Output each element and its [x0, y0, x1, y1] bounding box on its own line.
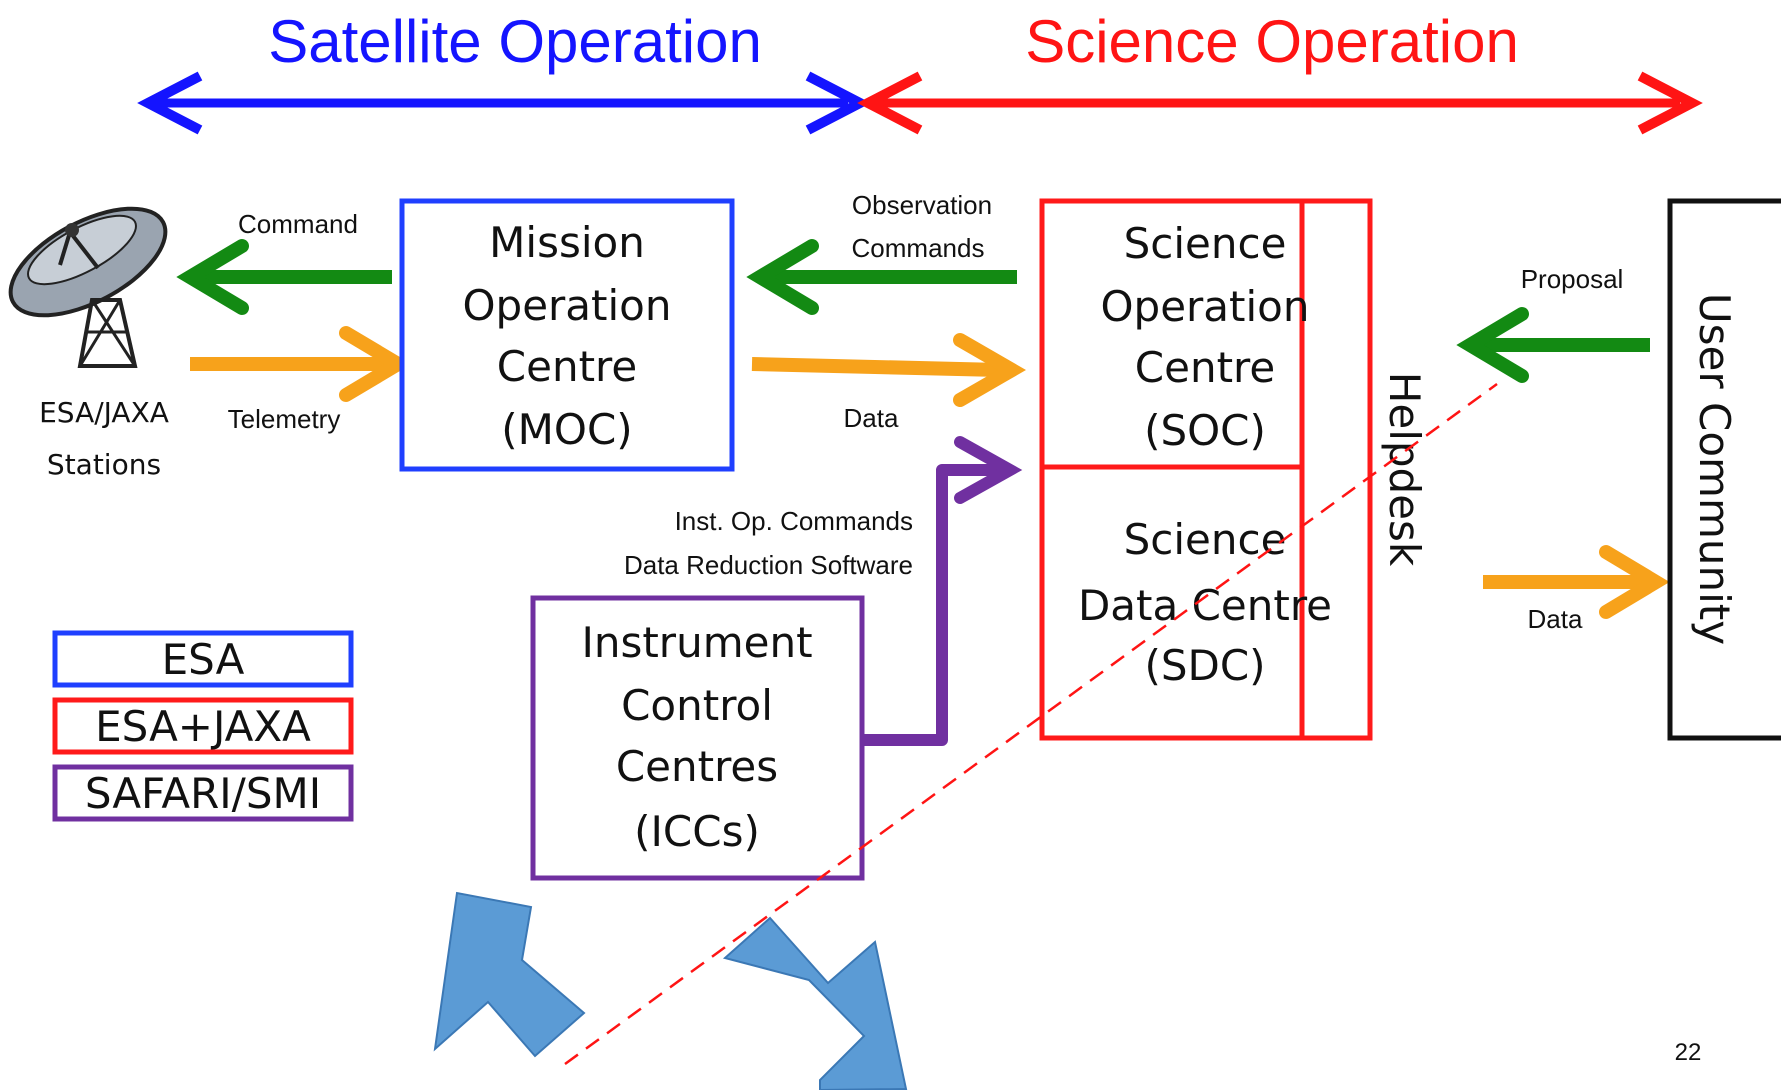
legend-esa-swatch — [52, 630, 354, 688]
sdc-box — [1039, 464, 1305, 741]
satellite-operation-span-arrow — [137, 71, 871, 135]
icc-to-soc-arrow — [862, 436, 1023, 746]
icc-label-line2: Control — [621, 681, 773, 730]
observation-commands-arrow — [746, 239, 1017, 315]
telemetry-label: Telemetry — [228, 404, 341, 434]
command-label: Command — [238, 209, 358, 239]
legend-esa-jaxa-swatch — [52, 697, 354, 755]
icc-box — [530, 595, 865, 881]
satellite-operation-title: Satellite Operation — [268, 8, 762, 75]
icc-label-line4: (ICCs) — [634, 807, 760, 856]
sdc-label-line3: (SDC) — [1144, 641, 1265, 690]
command-arrow — [176, 239, 392, 315]
sdc-label-line1: Science — [1124, 515, 1287, 564]
legend-esa-label: ESA — [162, 635, 245, 684]
stations-label-line2: Stations — [47, 448, 161, 481]
icc-label-line3: Centres — [616, 742, 778, 791]
user-community-label: User Community — [1690, 293, 1739, 645]
soc-label-line1: Science — [1124, 219, 1287, 268]
legend-safari-swatch — [52, 764, 354, 822]
soc-label-line3: Centre — [1135, 343, 1275, 392]
down-right-big-arrow — [722, 916, 908, 1090]
soc-label-line2: Operation — [1100, 282, 1309, 331]
helpdesk-box — [1299, 198, 1373, 741]
observation-label-line2: Commands — [852, 233, 985, 263]
proposal-arrow — [1456, 307, 1650, 383]
proposal-label: Proposal — [1521, 264, 1624, 294]
data-moc-soc-label: Data — [844, 403, 899, 433]
moc-label-line1: Mission — [489, 218, 645, 267]
moc-box — [399, 198, 735, 472]
soc-label-line4: (SOC) — [1144, 406, 1266, 455]
data-moc-to-soc-arrow — [751, 333, 1027, 407]
telemetry-arrow — [190, 326, 412, 402]
soc-box — [1039, 198, 1305, 470]
sdc-label-line2: Data Centre — [1078, 581, 1332, 630]
data-user-label: Data — [1528, 604, 1583, 634]
stations-label-line1: ESA/JAXA — [39, 396, 169, 429]
satellite-dish-icon — [8, 206, 168, 368]
moc-label-line4: (MOC) — [501, 405, 632, 454]
icc-label-line1: Instrument — [581, 618, 812, 667]
page-number: 22 — [1675, 1039, 1702, 1066]
legend-esa-jaxa-label: ESA+JAXA — [95, 702, 311, 751]
user-community-box — [1667, 198, 1781, 741]
helpdesk-label: Helpdesk — [1380, 372, 1429, 567]
moc-label-line2: Operation — [462, 281, 671, 330]
science-operation-title: Science Operation — [1025, 8, 1519, 75]
legend-safari-label: SAFARI/SMI — [85, 769, 321, 818]
dashed-annotation-line — [564, 382, 1498, 1066]
observation-label-line1: Observation — [852, 190, 992, 220]
science-operation-span-arrow — [857, 71, 1703, 135]
data-to-user-arrow — [1483, 545, 1670, 619]
legend: ESA ESA+JAXA SAFARI/SMI — [52, 630, 354, 822]
inst-commands-label-line1: Inst. Op. Commands — [675, 506, 913, 536]
up-left-big-arrow — [433, 891, 586, 1058]
inst-commands-label-line2: Data Reduction Software — [624, 550, 913, 580]
moc-label-line3: Centre — [497, 342, 637, 391]
